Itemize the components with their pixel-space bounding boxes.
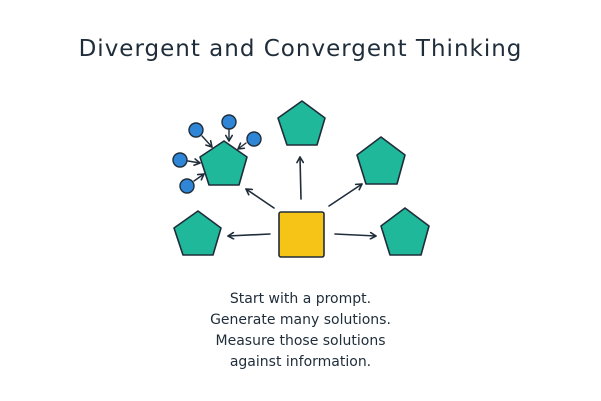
information-dot [221, 114, 237, 130]
caption-line: Generate many solutions. [210, 312, 391, 328]
information-dot [172, 152, 188, 168]
solution-pentagon-left [173, 210, 222, 256]
information-dot [188, 122, 204, 138]
arrow-to-solution-right [334, 231, 377, 240]
information-dot [179, 178, 195, 194]
arrow-to-solution-left [227, 231, 271, 240]
arrow-to-solution-top [296, 156, 305, 200]
arrow-info-1 [201, 135, 213, 148]
prompt-square [278, 211, 325, 258]
caption-line: against information. [229, 354, 372, 370]
arrow-info-4 [187, 158, 201, 167]
information-dot [246, 131, 262, 147]
diagram-title: Divergent and Convergent Thinking [78, 36, 523, 62]
arrow-info-3 [237, 142, 247, 150]
caption-line: Measure those solutions [215, 333, 386, 349]
arrow-info-5 [193, 173, 205, 182]
caption: Start with a prompt. Generate many solut… [0, 289, 601, 373]
solution-pentagon-evaluated [199, 140, 248, 186]
solution-pentagon-upper-right [356, 136, 406, 185]
caption-line: Start with a prompt. [229, 291, 372, 307]
arrow-to-solution-upper-left [245, 188, 275, 209]
arrow-to-solution-upper-right [328, 183, 363, 207]
solution-pentagon-right [380, 207, 430, 256]
solution-pentagon-top [277, 100, 326, 146]
